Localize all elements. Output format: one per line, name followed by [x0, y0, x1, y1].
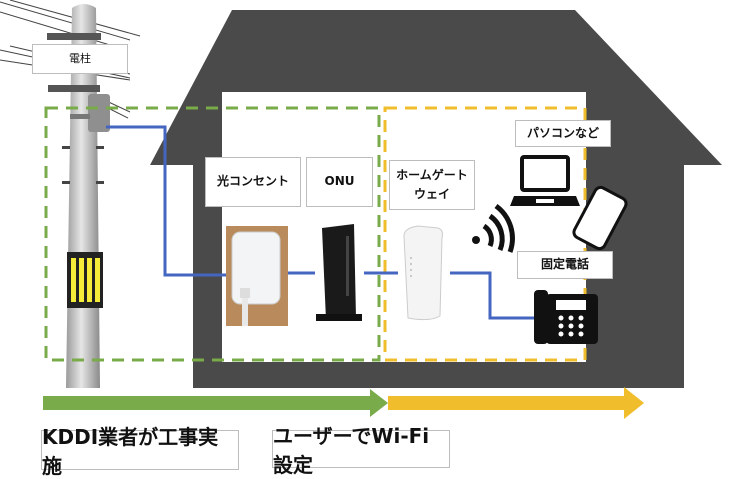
desk-phone-icon	[534, 290, 598, 344]
stage-arrow-user	[388, 387, 644, 419]
onu-device-icon	[316, 224, 362, 321]
utility-pole-icon	[47, 4, 110, 388]
label-home-gateway-line2: ウェイ	[413, 187, 450, 201]
label-optical-outlet: 光コンセント	[205, 157, 301, 207]
optical-outlet-icon	[226, 226, 288, 326]
smartphone-icon	[572, 185, 628, 251]
stage-label-user: ユーザーでWi-Fi設定	[272, 424, 450, 477]
stage-arrow-kddi	[43, 389, 388, 417]
label-pc: パソコンなど	[515, 120, 611, 147]
stage-label-kddi: KDDI業者が工事実施	[41, 425, 239, 478]
label-home-gateway: ホームゲート ウェイ	[389, 160, 475, 210]
label-landline: 固定電話	[517, 251, 613, 279]
label-home-gateway-line1: ホームゲート	[396, 167, 468, 182]
home-gateway-icon	[403, 225, 443, 321]
label-pole: 電柱	[32, 44, 128, 74]
fiber-cable	[106, 125, 534, 320]
kddi-zone-border	[44, 106, 381, 362]
label-onu: ONU	[306, 157, 373, 207]
laptop-icon	[510, 155, 580, 206]
wifi-signal-icon	[472, 203, 515, 253]
